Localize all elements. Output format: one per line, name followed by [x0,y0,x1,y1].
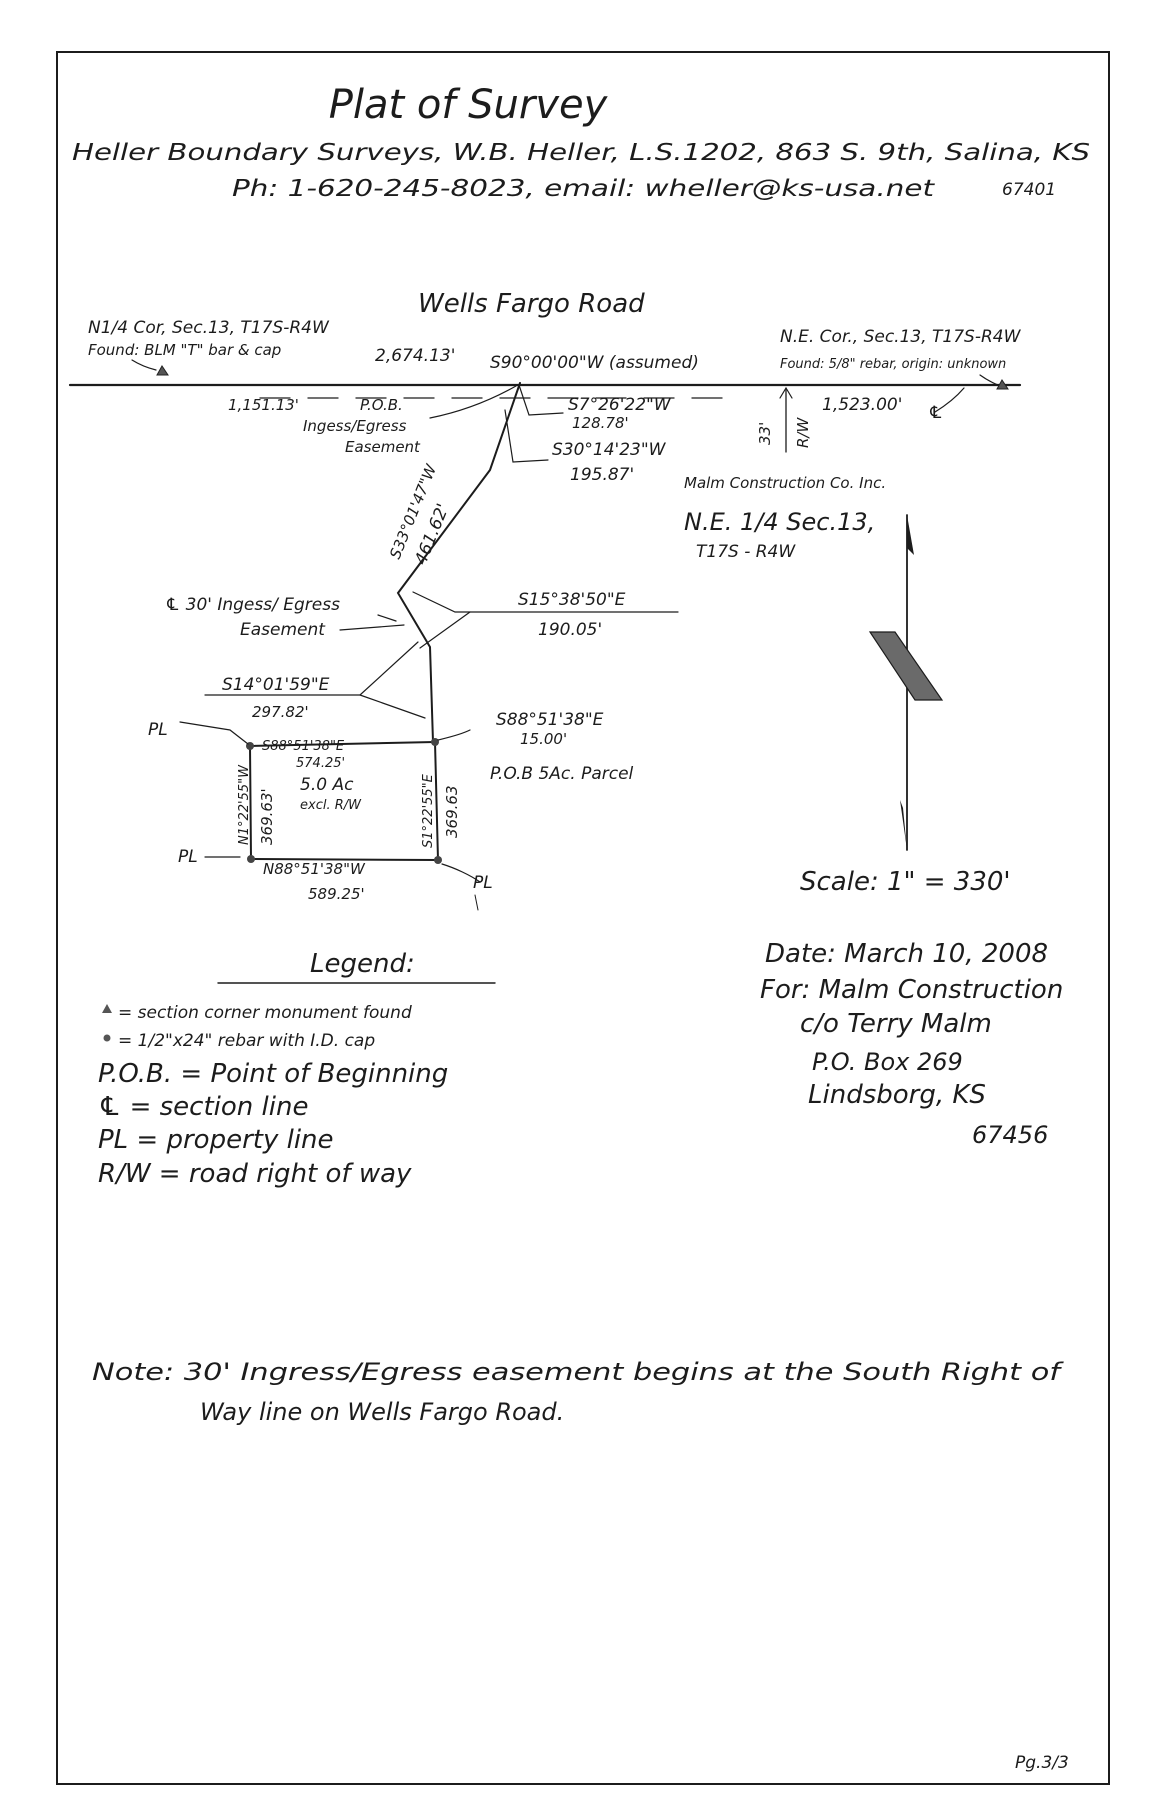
easement-cl-leader-lower [339,624,405,631]
road-name: Wells Fargo Road [418,289,645,319]
section-line-symbol: ℄ [928,403,943,423]
call1-bearing: S7°26'22"W [568,395,672,415]
easement-pob-line2: Ingess/Egress [303,417,407,435]
ne-corner-title: N.E. Cor., Sec.13, T17S-R4W [780,327,1022,347]
parcel-pob-bearing: S88°51'38"E [496,710,604,730]
legend-item-pob: P.O.B. = Point of Beginning [98,1059,448,1089]
parcel-north-line [249,741,436,747]
client-for: For: Malm Construction [760,975,1063,1005]
parcel-area-note: excl. R/W [300,798,362,813]
rw-arrow-top-icon [779,386,793,399]
legend-item-property-line: PL = property line [98,1125,334,1155]
quarter-line1: N.E. 1/4 Sec.13, [684,508,875,536]
call5-bearing: S14°01'59"E [222,675,330,695]
rebar-se-icon [434,856,442,864]
pl-leader-south [441,863,481,883]
pl-symbol-north: PL [148,720,168,740]
call5-leader-tail [359,694,426,719]
contact-line: Ph: 1-620-245-8023, email: wheller@ks-us… [232,176,935,202]
legend-item-right-of-way: R/W = road right of way [98,1159,412,1189]
ne-corner-found: Found: 5/8" rebar, origin: unknown [780,357,1006,372]
pl-symbol-south: PL [473,873,493,893]
easement-pob-line1: P.O.B. [360,396,403,414]
rw-width: 33' [756,422,774,445]
client-city: Lindsborg, KS [808,1080,986,1110]
call4-leader-tail [419,611,471,649]
client-attn: c/o Terry Malm [800,1009,992,1039]
call5-dist: 297.82' [252,703,309,721]
pl-symbol-west: PL [178,847,198,867]
call1-dist: 128.78' [572,414,629,432]
legend-rebar-icon [103,1034,111,1042]
plat-title: Plat of Survey [329,82,609,128]
rw-label: R/W [794,417,812,448]
legend-item-monument: = section corner monument found [118,1003,412,1023]
call4-dist: 190.05' [538,620,602,640]
nw-corner-monument-icon [156,365,169,376]
parcel-south-line [250,858,439,861]
parcel-pob-dist: 15.00' [520,730,567,748]
parcel-north-bearing: S88°51'38"E [262,739,345,754]
parcel-east-bearing: S1°22'55"E [421,773,436,848]
surveyor-line: Heller Boundary Surveys, W.B. Heller, L.… [72,140,1090,166]
survey-date: Date: March 10, 2008 [765,939,1048,969]
parcel-south-dist: 589.25' [308,885,365,903]
dist-west: 1,151.13' [228,396,299,414]
call1-leader [518,384,564,416]
parcel-east-dist: 369.63 [443,786,461,839]
client-zip: 67456 [972,1121,1048,1149]
section-line-leader [934,387,965,413]
ne-corner-monument-icon [996,379,1009,390]
rebar-ne-icon [431,738,439,746]
parcel-pob-label: P.O.B 5Ac. Parcel [490,764,634,784]
north-arrow-icon [868,514,944,851]
legend-monument-icon [102,1004,112,1013]
nw-corner-found: Found: BLM "T" bar & cap [88,341,281,359]
owner-name: Malm Construction Co. Inc. [684,474,886,492]
rebar-sw-icon [247,855,255,863]
quarter-line2: T17S - R4W [696,542,796,562]
note-line1: Note: 30' Ingress/Egress easement begins… [92,1358,1064,1386]
section-length: 2,674.13' [375,346,455,366]
parcel-north-dist: 574.25' [296,756,345,771]
easement-cl-label-line1: ℄ 30' Ingess/ Egress [165,595,340,615]
nw-corner-title: N1/4 Cor, Sec.13, T17S-R4W [88,318,330,338]
parcel-south-bearing: N88°51'38"W [263,860,366,878]
parcel-west-bearing: N1°22'55"W [237,764,252,845]
ne-corner-leader [979,374,999,386]
easement-centerline [396,382,521,743]
nw-corner-leader [131,359,157,371]
call2-dist: 195.87' [570,465,634,485]
call4-bearing: S15°38'50"E [518,590,626,610]
note-line2: Way line on Wells Fargo Road. [200,1398,564,1426]
easement-pob-line3: Easement [345,438,421,456]
legend-title: Legend: [310,949,415,979]
parcel-west-dist: 369.63' [258,788,276,845]
pl-leader-north [179,721,249,745]
call2-leader [504,409,549,463]
easement-cl-label-line2: Easement [240,620,326,640]
scale-text: Scale: 1" = 330' [800,867,1011,897]
pl-leader-south-tail [474,894,479,911]
sheet-border [56,51,1110,1785]
section-bearing: S90°00'00"W (assumed) [490,353,699,373]
dist-east: 1,523.00' [822,395,902,415]
parcel-pob-leader [437,729,471,741]
call4-leader [412,591,679,613]
easement-pob-leader [429,385,517,419]
parcel-east-line [434,741,439,861]
parcel-area: 5.0 Ac [300,775,354,795]
client-box: P.O. Box 269 [812,1048,963,1076]
surveyor-zip: 67401 [1002,180,1056,200]
legend-item-section-line: ℄ = section line [98,1092,308,1122]
call2-bearing: S30°14'23"W [552,440,667,460]
parcel-west-line [249,745,252,860]
page-number: Pg.3/3 [1015,1753,1069,1773]
legend-item-rebar: = 1/2"x24" rebar with I.D. cap [118,1031,375,1051]
easement-cl-leader-upper [377,614,397,622]
